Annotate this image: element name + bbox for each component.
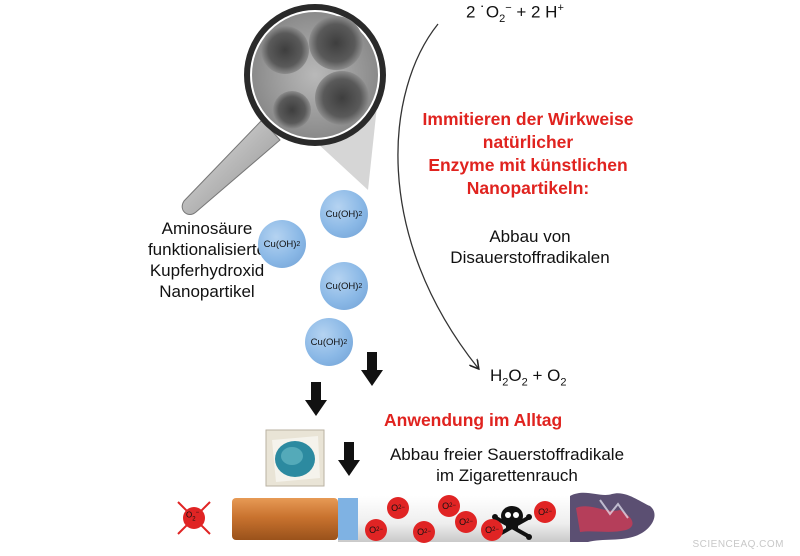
down-arrow-3: [338, 442, 360, 476]
cuoh2-particle: Cu(OH)2: [305, 318, 353, 366]
nanoparticle-label: Aminosäure funktionalisierte Kupferhydro…: [147, 219, 267, 301]
smoke-label: Abbau freier Sauerstoffradikale im Zigar…: [389, 445, 625, 485]
enzyme-mimic-heading: Immitieren der Wirkweise natürlicher Enz…: [422, 109, 634, 198]
reaction-arrow: [397, 23, 478, 368]
magnifier-lens-icon: [244, 4, 386, 146]
cuoh2-particle: Cu(OH)2: [258, 220, 306, 268]
magnifier-handle: [181, 119, 281, 215]
cigarette: [232, 492, 655, 542]
top-formula: 2 ˙O2− + 2 H+: [466, 2, 564, 26]
filter-photo: [265, 429, 325, 487]
alltag-heading: Anwendung im Alltag: [384, 410, 563, 430]
cuoh2-particle: Cu(OH)2: [320, 262, 368, 310]
down-arrow-1: [361, 352, 383, 386]
down-arrow-2: [305, 382, 327, 416]
abbau-label: Abbau von Disauerstoffradikalen: [450, 227, 610, 267]
crossed-radical-label: O2−: [186, 510, 200, 523]
crossed-radical-icon: [177, 501, 211, 535]
cuoh2-particle: Cu(OH)2: [320, 190, 368, 238]
product-formula: H2O2 + O2: [490, 366, 567, 389]
watermark: SCIENCEAQ.COM: [692, 539, 784, 550]
